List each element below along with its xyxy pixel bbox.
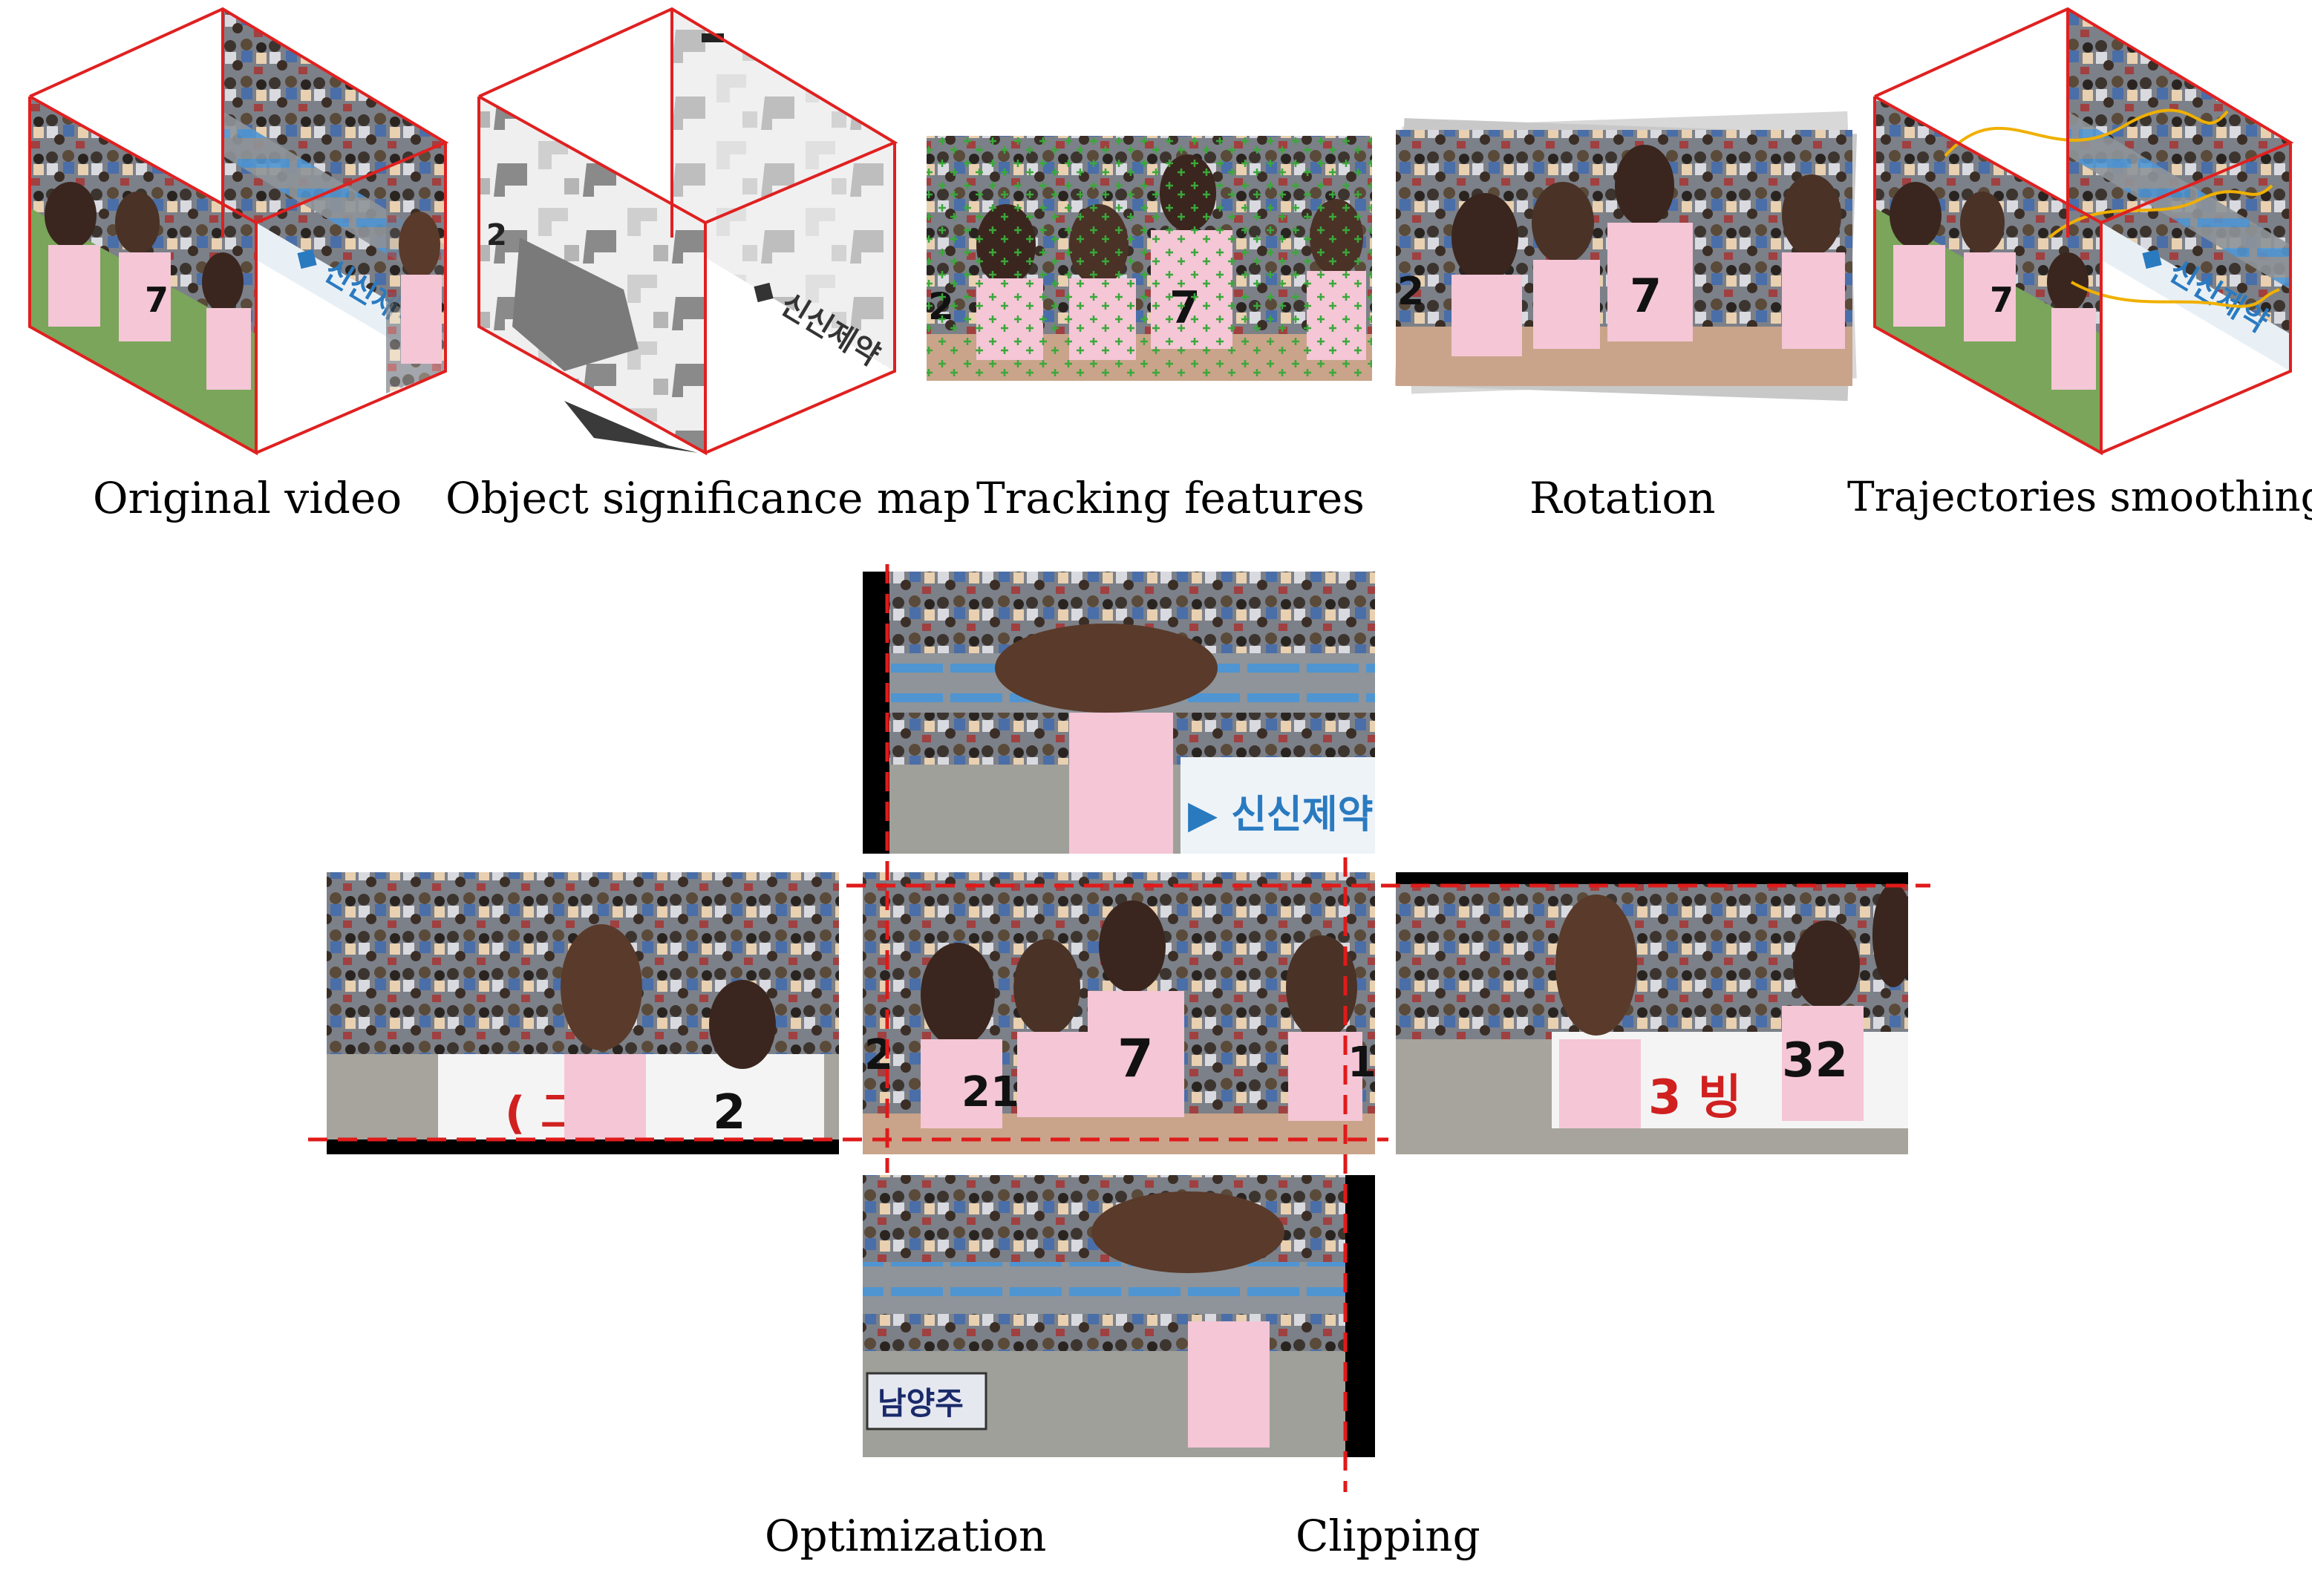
optimization-frame-top: ▶ 신신제약 xyxy=(863,572,1375,854)
svg-text:▶ 신신제약: ▶ 신신제약 xyxy=(1188,793,1373,837)
label-tracking-features: Tracking features xyxy=(976,473,1365,523)
svg-text:2: 2 xyxy=(1397,269,1424,314)
svg-text:32: 32 xyxy=(1782,1033,1848,1088)
svg-text:3 빙: 3 빙 xyxy=(1648,1070,1742,1125)
label-clipping: Clipping xyxy=(1296,1511,1480,1561)
label-rotation: Rotation xyxy=(1529,473,1716,523)
smoothed-trajectories xyxy=(1944,108,2280,308)
label-significance-map: Object significance map xyxy=(445,473,971,523)
label-trajectories-smoothing: Trajectories smoothing xyxy=(1847,473,2312,520)
trajectories-smoothing-cube: ◆ 신신제약 7 xyxy=(1873,7,2294,456)
svg-text:2: 2 xyxy=(486,218,507,252)
rotation-frames: 7 2 xyxy=(1394,111,1858,402)
tracking-features-frame: 7 2 xyxy=(927,136,1372,381)
svg-text:남양주: 남양주 xyxy=(878,1385,964,1422)
clipping-lines xyxy=(308,564,1930,1492)
label-original-video: Original video xyxy=(93,473,402,523)
svg-text:21: 21 xyxy=(961,1068,1019,1116)
original-video-cube: ◆ 신신제약 7 xyxy=(28,7,449,456)
svg-text:7: 7 xyxy=(145,280,169,320)
svg-text:2: 2 xyxy=(713,1085,746,1140)
label-optimization: Optimization xyxy=(765,1511,1047,1561)
svg-text:7: 7 xyxy=(1990,280,2014,320)
svg-text:1: 1 xyxy=(1348,1039,1377,1087)
optimization-frame-left: ( 그 2 xyxy=(327,872,839,1154)
optimization-frame-right: 3 빙 32 xyxy=(1396,872,1908,1154)
svg-text:7: 7 xyxy=(1117,1028,1154,1089)
optimization-frame-center: 21 7 2 1 xyxy=(863,872,1377,1154)
significance-map-cube: ◆ 신신제약 2 xyxy=(477,7,898,456)
svg-text:7: 7 xyxy=(1630,269,1662,323)
optimization-frame-bottom: 남양주 xyxy=(863,1175,1375,1457)
